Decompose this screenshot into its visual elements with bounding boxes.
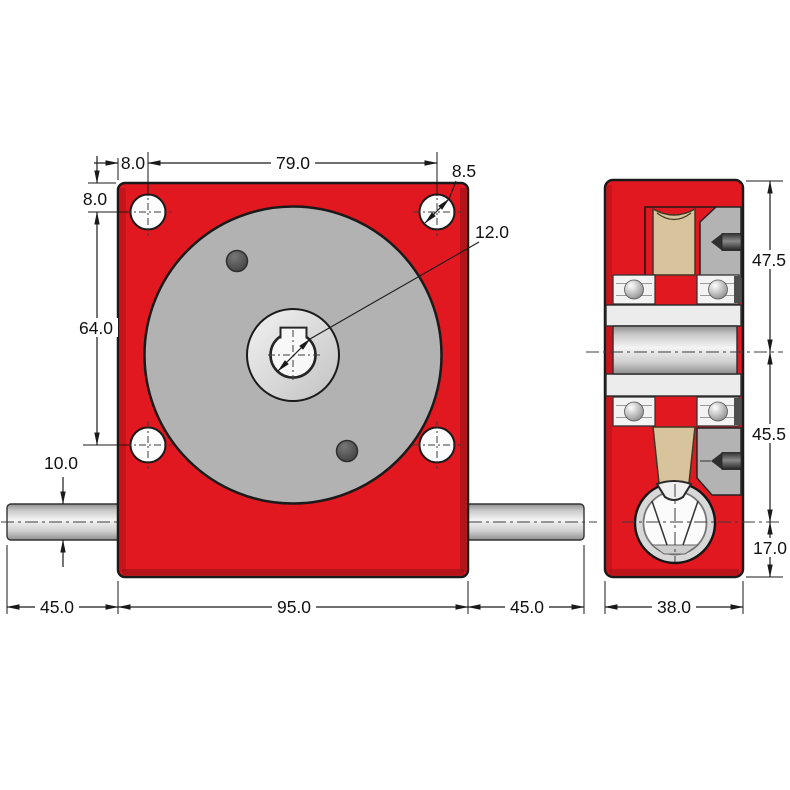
- bearing-upper-right: [696, 274, 740, 305]
- dim-top-to-axis: 47.5: [746, 180, 790, 353]
- worm-section: [633, 481, 717, 565]
- worm-wheel-upper: [652, 207, 696, 276]
- svg-text:45.5: 45.5: [752, 424, 786, 444]
- dim-left-shaft-length: 45.0: [6, 545, 119, 617]
- svg-text:8.5: 8.5: [452, 161, 476, 181]
- dimension-annotations: 8.0 79.0 8.5 12.0 8.0: [6, 152, 790, 617]
- dim-bolt-spacing-vertical: 64.0: [74, 211, 129, 446]
- dim-bolt-hole-diameter: 8.5: [424, 161, 476, 224]
- dim-bore-diameter: 12.0: [277, 222, 509, 372]
- front-housing-bevel-right: [460, 188, 466, 572]
- wheel-tooth-mesh: [655, 480, 693, 501]
- wheel-tooth-line: [656, 212, 692, 221]
- svg-text:10.0: 10.0: [44, 453, 78, 473]
- bearing-upper-left: [612, 274, 656, 305]
- dim-bolt-offset-vertical: 8.0: [81, 156, 129, 213]
- bolt-hole-bottom-left: [124, 421, 172, 469]
- keyway: [279, 326, 308, 339]
- dim-housing-width: 95.0: [117, 581, 469, 617]
- svg-text:8.0: 8.0: [121, 153, 146, 173]
- svg-text:45.0: 45.0: [40, 597, 74, 617]
- set-screw-lower: [700, 452, 742, 470]
- dim-shaft-diameter: 10.0: [44, 453, 78, 567]
- cavity-outline: [644, 206, 717, 275]
- side-housing-bevel-bottom: [609, 569, 739, 575]
- hub-flange-upper: [605, 304, 742, 327]
- svg-text:95.0: 95.0: [277, 597, 311, 617]
- svg-text:45.0: 45.0: [510, 597, 544, 617]
- front-housing-bevel-left: [120, 188, 126, 572]
- svg-text:17.0: 17.0: [753, 538, 787, 558]
- svg-text:12.0: 12.0: [475, 222, 509, 242]
- side-view: [586, 178, 783, 579]
- dim-right-shaft-length: 45.0: [467, 545, 585, 617]
- bolt-hole-bottom-right: [413, 421, 461, 469]
- dim-axis-to-worm-axis: 45.5: [747, 351, 790, 523]
- hub-flange-lower: [605, 373, 742, 397]
- dim-worm-axis-to-base: 17.0: [746, 521, 790, 578]
- bearing-lower-left: [612, 396, 656, 427]
- dim-bolt-offset-horizontal: 8.0: [94, 152, 149, 196]
- bearing-lower-right: [696, 396, 740, 427]
- dim-housing-depth: 38.0: [604, 581, 744, 617]
- dim-bolt-spacing-horizontal: 79.0: [147, 152, 438, 196]
- bearing-spacer-lower: [734, 398, 741, 425]
- cover-hole-top: [225, 249, 249, 273]
- front-view: [1, 181, 597, 579]
- svg-text:47.5: 47.5: [752, 250, 786, 270]
- svg-text:64.0: 64.0: [79, 318, 113, 338]
- svg-text:79.0: 79.0: [276, 153, 310, 173]
- cover-hole-bottom: [335, 439, 359, 463]
- svg-text:38.0: 38.0: [657, 597, 691, 617]
- front-housing-bevel-bottom: [122, 569, 464, 575]
- svg-text:8.0: 8.0: [83, 189, 108, 209]
- output-shaft-section: [612, 325, 738, 375]
- bearing-spacer-upper: [734, 276, 741, 303]
- worm-wheel-lower: [652, 426, 696, 484]
- set-screw-upper: [711, 233, 742, 251]
